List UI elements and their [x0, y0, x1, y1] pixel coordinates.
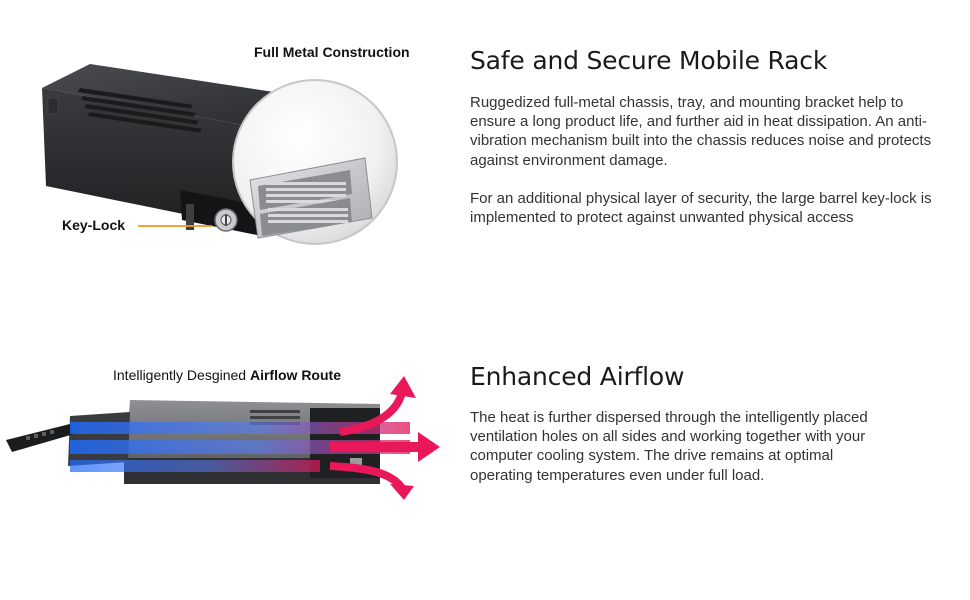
key-lock-icon	[214, 208, 238, 232]
section-title-airflow: Enhanced Airflow	[470, 362, 685, 391]
airflow-callout-prefix: Intelligently Desgined	[113, 367, 247, 383]
airflow-arrow-right	[330, 432, 440, 462]
airflow-section: Intelligently Desgined Airflow Route Enh…	[0, 300, 970, 600]
airflow-arrow-down	[329, 462, 414, 500]
airflow-arrow-up	[339, 376, 416, 436]
key-lock-callout: Key-Lock	[62, 217, 126, 233]
mobile-rack-section: Full Metal Construction Key-Lock Safe an…	[42, 44, 932, 245]
mobile-rack-paragraph-1: Ruggedized full-metal chassis, tray, and…	[470, 94, 932, 169]
construction-magnifier	[232, 79, 398, 245]
airflow-bands	[70, 422, 410, 472]
tray-handle	[6, 424, 74, 452]
airflow-callout: Intelligently Desgined Airflow Route	[113, 367, 341, 383]
section-title-mobile-rack: Safe and Secure Mobile Rack	[470, 46, 828, 75]
airflow-callout-bold: Airflow Route	[249, 367, 341, 383]
vent-slots	[77, 87, 202, 133]
mobile-rack-paragraph-2: For an additional physical layer of secu…	[470, 190, 932, 227]
airflow-illustration	[6, 376, 440, 500]
construction-callout: Full Metal Construction	[254, 44, 410, 60]
mobile-rack-illustration	[42, 64, 398, 245]
airflow-paragraph: The heat is further dispersed through th…	[470, 409, 868, 484]
